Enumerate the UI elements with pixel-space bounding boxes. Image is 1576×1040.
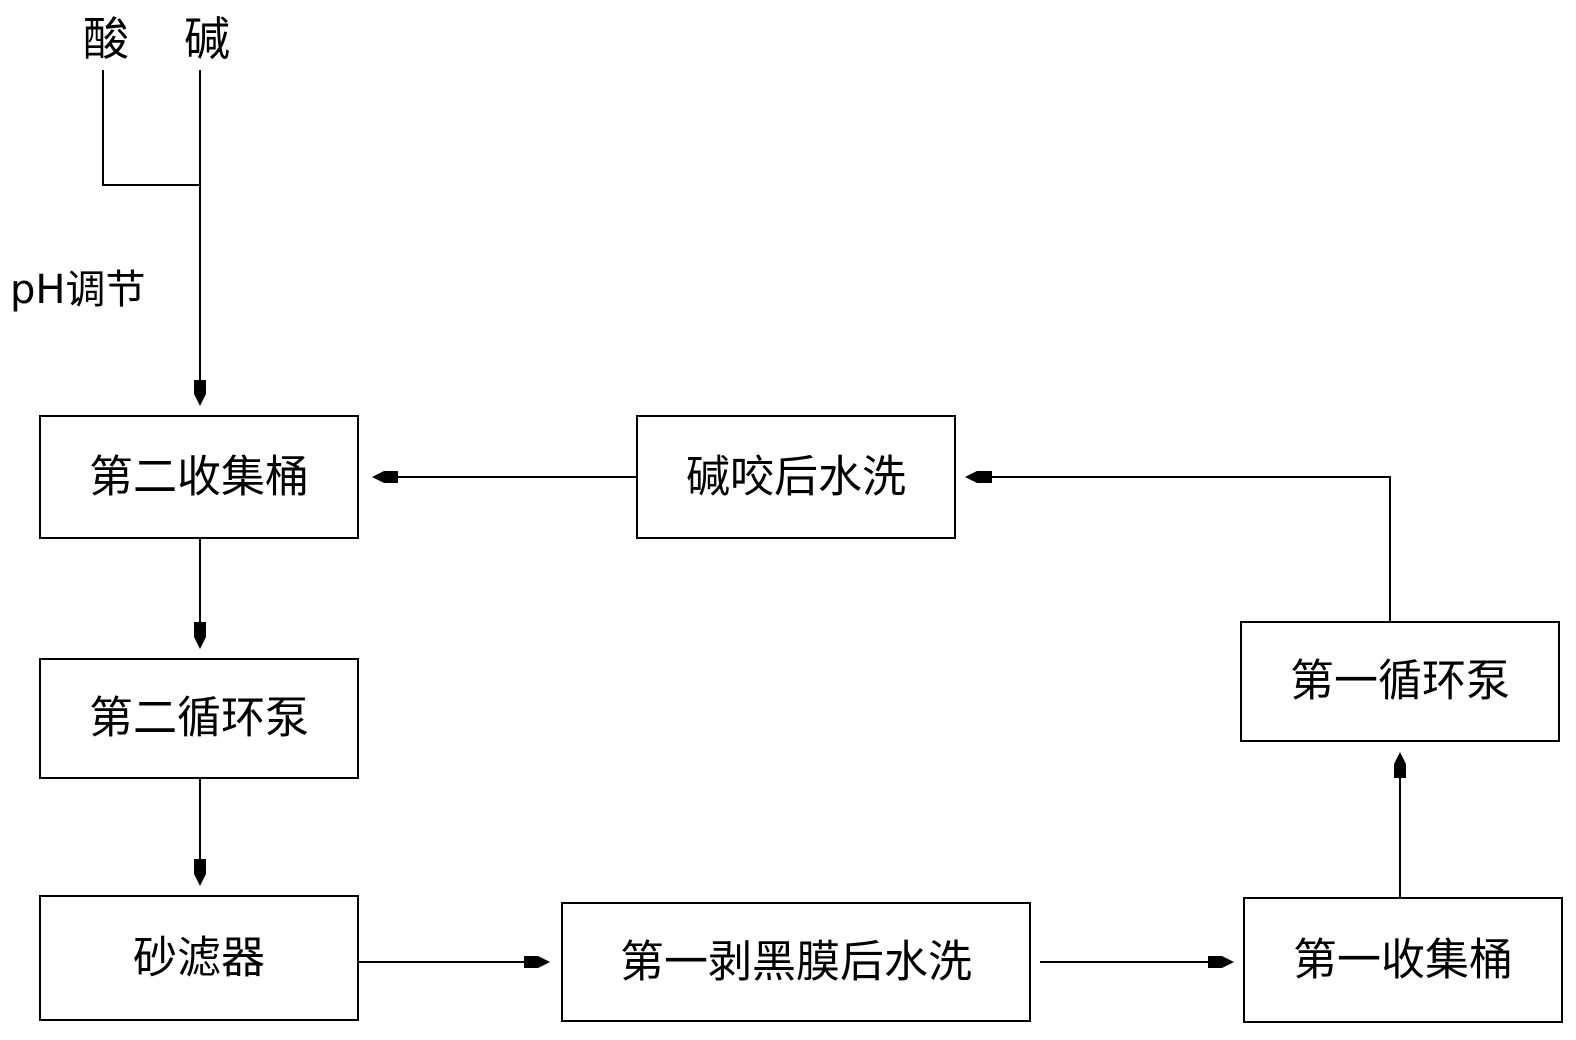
- first-collection-tank-label: 第一收集桶: [1293, 935, 1513, 986]
- second-circulation-pump-box: 第二循环泵: [39, 658, 359, 779]
- sand-filter-label: 砂滤器: [133, 933, 265, 984]
- acid-feed-line: [102, 70, 200, 186]
- second-collection-tank-box: 第二收集桶: [39, 415, 359, 539]
- second-circulation-pump-label: 第二循环泵: [89, 693, 309, 744]
- base-label: 碱: [184, 12, 230, 66]
- first-circulation-pump-box: 第一循环泵: [1240, 621, 1560, 742]
- first-circulation-pump-label: 第一循环泵: [1290, 656, 1510, 707]
- first-strip-black-film-wash-box: 第一剥黑膜后水洗: [561, 902, 1031, 1022]
- first-strip-black-film-wash-label: 第一剥黑膜后水洗: [620, 937, 972, 988]
- sand-filter-box: 砂滤器: [39, 895, 359, 1021]
- alkali-etch-wash-box: 碱咬后水洗: [636, 415, 956, 539]
- acid-label: 酸: [83, 12, 129, 66]
- arrow-into-first-circulation-pump: [1394, 752, 1406, 778]
- pump1-to-etch-wash-line: [977, 476, 1391, 622]
- arrow-into-second-collection-tank: [194, 380, 206, 406]
- arrow-into-first-collection-tank: [1208, 956, 1234, 968]
- arrow-into-strip-wash: [524, 956, 550, 968]
- ph-adjust-label: pH调节: [10, 267, 145, 313]
- first-collection-tank-box: 第一收集桶: [1243, 897, 1563, 1023]
- arrow-into-etch-wash: [965, 471, 992, 483]
- alkali-etch-wash-label: 碱咬后水洗: [686, 452, 906, 503]
- arrow-into-sand-filter: [194, 859, 206, 886]
- arrow-into-second-collection-tank-from-wash: [372, 471, 398, 483]
- second-collection-tank-label: 第二收集桶: [89, 452, 309, 503]
- arrow-into-second-circulation-pump: [194, 622, 206, 649]
